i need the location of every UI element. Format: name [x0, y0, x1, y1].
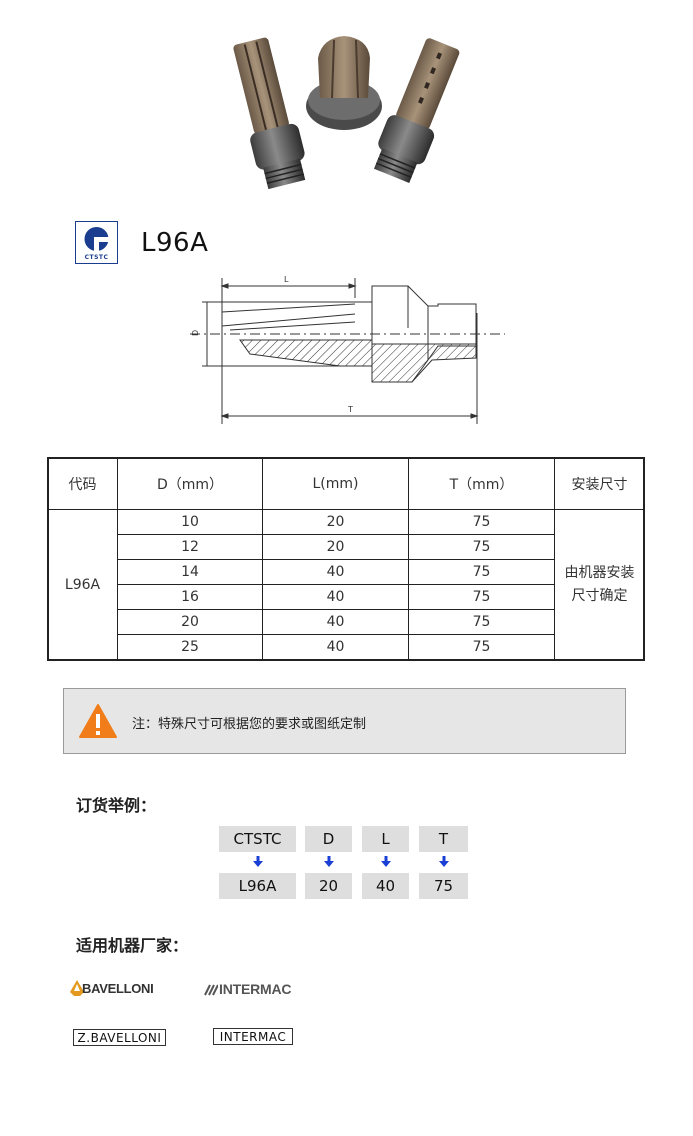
- brands-heading: 适用机器厂家：: [76, 936, 189, 955]
- table-cell-l: 40: [262, 559, 409, 585]
- note-box: 注：特殊尺寸可根据您的要求或图纸定制: [63, 688, 626, 754]
- table-cell-l: 20: [262, 534, 409, 560]
- table-cell-d: 10: [117, 509, 263, 535]
- product-title: L96A: [141, 228, 209, 258]
- code-cell: L96A: [47, 509, 118, 661]
- bavelloni-logo: BAVELLONI: [70, 979, 180, 999]
- table-cell-d: 12: [117, 534, 263, 560]
- order-example-heading: 订货举例：: [76, 796, 157, 815]
- bavelloni-label: Z.BAVELLONI: [73, 1029, 166, 1046]
- order-t-box: T: [419, 826, 468, 852]
- table-cell-l: 40: [262, 584, 409, 610]
- spec-table: 代码 D（mm） L(mm) T（mm） 安装尺寸 L96A 由机器安装 尺寸确…: [47, 457, 645, 661]
- intermac-mark-icon: [204, 984, 218, 996]
- install-note-line1: 由机器安装: [564, 565, 635, 581]
- header-code: 代码: [47, 457, 118, 510]
- arrow-down-icon: [324, 856, 334, 867]
- bavelloni-mark-icon: [70, 980, 84, 996]
- arrow-down-icon: [381, 856, 391, 867]
- dim-label-t: T: [347, 405, 353, 414]
- table-cell-t: 75: [408, 559, 555, 585]
- table-cell-l: 40: [262, 609, 409, 635]
- header-install: 安装尺寸: [554, 457, 645, 510]
- table-cell-t: 75: [408, 584, 555, 610]
- order-code-box: CTSTC: [219, 826, 296, 852]
- order-l-box: L: [362, 826, 409, 852]
- intermac-logo-text: INTERMAC: [219, 981, 292, 997]
- install-note-cell: 由机器安装 尺寸确定: [554, 509, 645, 661]
- intermac-label: INTERMAC: [213, 1028, 293, 1045]
- product-photo: [233, 36, 460, 190]
- intermac-logo: INTERMAC: [204, 981, 314, 999]
- note-text: 注：特殊尺寸可根据您的要求或图纸定制: [132, 717, 367, 732]
- technical-drawing: L D T: [190, 275, 505, 424]
- table-cell-d: 14: [117, 559, 263, 585]
- order-code-value: L96A: [219, 873, 296, 899]
- arrow-down-icon: [253, 856, 263, 867]
- table-cell-t: 75: [408, 509, 555, 535]
- ctstc-logo: CTSTC: [75, 221, 118, 264]
- order-l-value: 40: [362, 873, 409, 899]
- arrow-down-icon: [439, 856, 449, 867]
- table-cell-d: 20: [117, 609, 263, 635]
- order-d-value: 20: [305, 873, 352, 899]
- dim-label-l: L: [284, 275, 289, 284]
- table-cell-l: 20: [262, 509, 409, 535]
- logo-mark-icon: [84, 227, 110, 251]
- header-l: L(mm): [262, 457, 409, 510]
- table-cell-d: 16: [117, 584, 263, 610]
- logo-text: CTSTC: [84, 254, 109, 261]
- install-note-line2: 尺寸确定: [571, 588, 628, 604]
- header-d: D（mm）: [117, 457, 263, 510]
- warning-icon: [79, 704, 117, 738]
- table-cell-t: 75: [408, 634, 555, 660]
- table-cell-t: 75: [408, 609, 555, 635]
- header-t: T（mm）: [408, 457, 555, 510]
- bavelloni-logo-text: BAVELLONI: [82, 981, 154, 996]
- table-cell-l: 40: [262, 634, 409, 660]
- table-cell-d: 25: [117, 634, 263, 660]
- order-t-value: 75: [419, 873, 468, 899]
- table-cell-t: 75: [408, 534, 555, 560]
- dim-label-d: D: [191, 330, 200, 336]
- order-d-box: D: [305, 826, 352, 852]
